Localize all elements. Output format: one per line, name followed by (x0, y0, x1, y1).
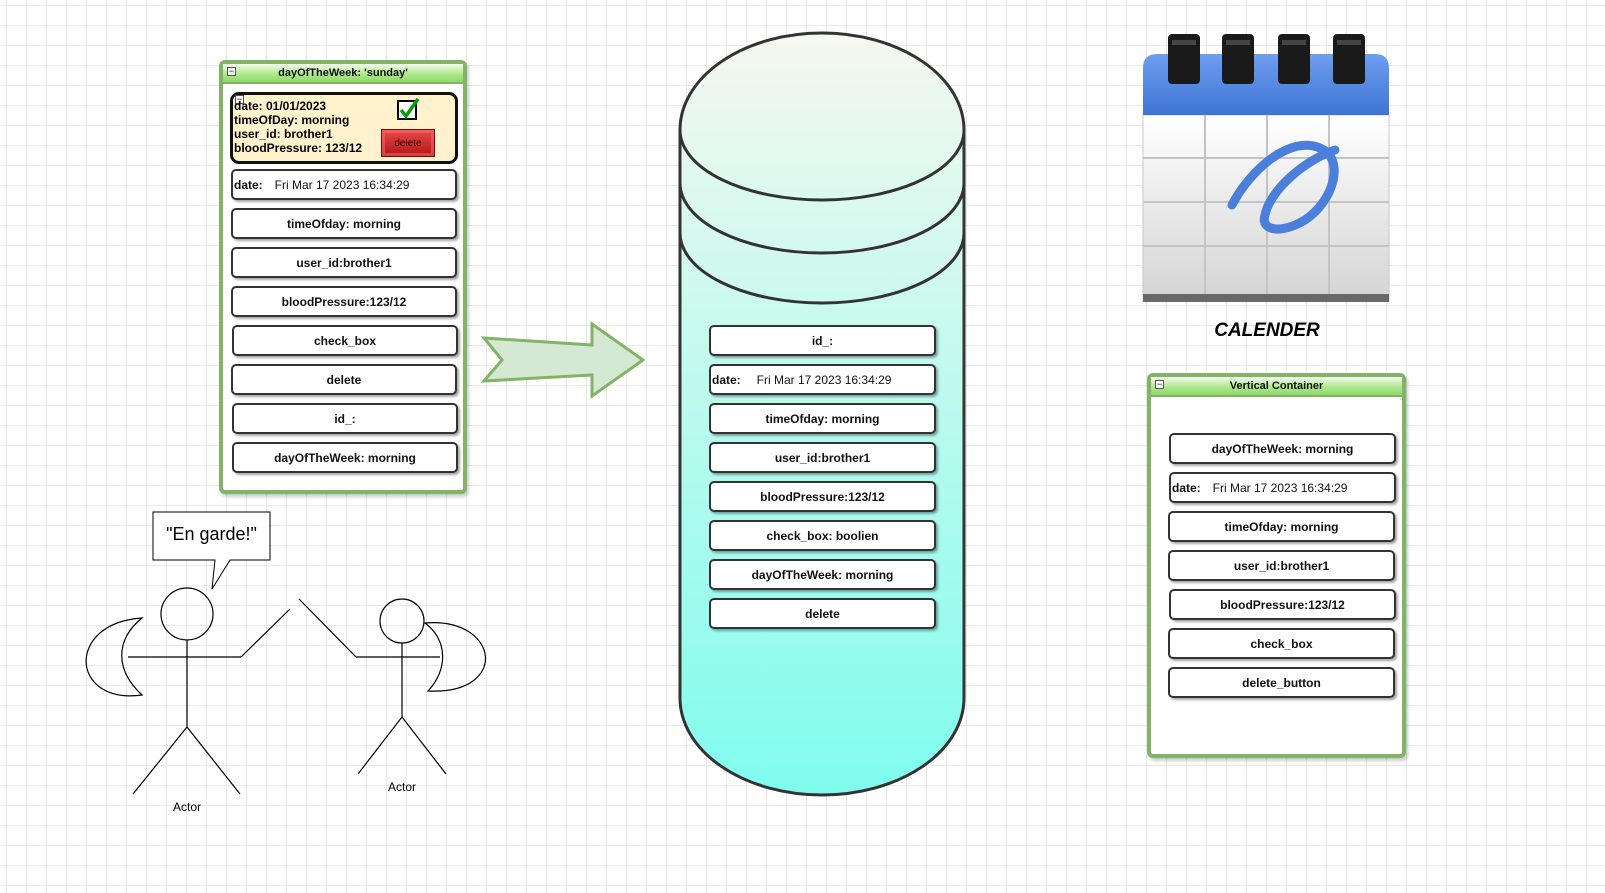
db-delete-field[interactable]: delete (709, 598, 936, 629)
db-day-of-week-label: dayOfTheWeek: morning (751, 567, 894, 582)
record-delete-button[interactable]: delete (381, 129, 435, 157)
db-id-label: id_: (811, 333, 834, 348)
db-time-of-day-label: timeOfday: morning (765, 411, 880, 426)
left-blood-pressure-label: bloodPressure:123/12 (281, 294, 407, 309)
vc-date-key: date: (1172, 480, 1201, 495)
record-card[interactable]: − date: 01/01/2023 timeOfDay: morning us… (230, 92, 458, 164)
left-day-of-week-label: dayOfTheWeek: morning (274, 450, 416, 465)
speech-text: "En garde!" (166, 524, 257, 544)
right-actor (298, 598, 486, 775)
vc-date-value: Fri Mar 17 2023 16:34:29 (1212, 480, 1348, 495)
record-user-id: user_id: brother1 (234, 127, 333, 141)
vertical-container-title: Vertical Container (1229, 380, 1324, 392)
left-blood-pressure-field[interactable]: bloodPressure:123/12 (231, 286, 457, 317)
db-day-of-week-field[interactable]: dayOfTheWeek: morning (709, 559, 936, 590)
left-delete-label: delete (326, 372, 362, 387)
record-delete-label: delete (394, 137, 422, 149)
vc-time-of-day-label: timeOfday: morning (1224, 519, 1339, 534)
db-id-field[interactable]: id_: (709, 325, 936, 356)
flow-arrow[interactable] (480, 320, 650, 400)
left-actor-label: Actor (172, 800, 201, 814)
db-delete-label: delete (805, 606, 840, 621)
left-id-field[interactable]: id_: (232, 403, 458, 434)
vc-blood-pressure-label: bloodPressure:123/12 (1220, 597, 1345, 612)
left-date-key: date: (234, 177, 263, 192)
vc-day-of-week-field[interactable]: dayOfTheWeek: morning (1169, 433, 1396, 464)
record-time-of-day: timeOfDay: morning (234, 113, 350, 127)
checkbox-checked-icon[interactable] (396, 98, 420, 122)
db-user-id-label: user_id:brother1 (774, 450, 871, 465)
record-blood-pressure: bloodPressure: 123/12 (234, 141, 363, 155)
vertical-container[interactable]: Vertical Container − dayOfTheWeek: morni… (1147, 373, 1406, 758)
db-check-box-field[interactable]: check_box: boolien (709, 520, 936, 551)
left-date-value: Fri Mar 17 2023 16:34:29 (274, 177, 410, 192)
record-card-collapse-icon[interactable]: − (235, 94, 244, 104)
vc-user-id-label: user_id:brother1 (1233, 558, 1330, 573)
speech-bubble (152, 511, 271, 590)
vc-day-of-week-label: dayOfTheWeek: morning (1211, 441, 1354, 456)
left-date-field[interactable]: date: Fri Mar 17 2023 16:34:29 (231, 169, 457, 200)
db-date-value: Fri Mar 17 2023 16:34:29 (756, 372, 892, 387)
calendar-icon[interactable] (1140, 30, 1394, 308)
left-container[interactable]: dayOfTheWeek: 'sunday' − − date: 01/01/2… (219, 60, 467, 494)
db-user-id-field[interactable]: user_id:brother1 (709, 442, 936, 473)
left-container-header[interactable]: dayOfTheWeek: 'sunday' (223, 64, 463, 84)
db-check-box-label: check_box: boolien (766, 528, 879, 543)
vertical-container-header[interactable]: Vertical Container (1151, 377, 1402, 397)
left-check-box-field[interactable]: check_box (232, 325, 458, 356)
right-actor-label: Actor (387, 780, 416, 794)
db-blood-pressure-field[interactable]: bloodPressure:123/12 (709, 481, 936, 512)
left-id-label: id_: (334, 411, 356, 426)
vc-check-box-field[interactable]: check_box (1168, 628, 1395, 659)
left-user-id-label: user_id:brother1 (296, 255, 392, 270)
vc-date-field[interactable]: date: Fri Mar 17 2023 16:34:29 (1169, 472, 1396, 503)
left-delete-field[interactable]: delete (231, 364, 457, 395)
actors-scene[interactable] (80, 505, 490, 805)
left-time-of-day-label: timeOfday: morning (286, 216, 401, 231)
vc-delete-button-field[interactable]: delete_button (1168, 667, 1395, 698)
collapse-icon[interactable]: − (227, 66, 236, 76)
vc-time-of-day-field[interactable]: timeOfday: morning (1168, 511, 1395, 542)
record-date: date: 01/01/2023 (234, 99, 327, 113)
db-blood-pressure-label: bloodPressure:123/12 (760, 489, 885, 504)
vc-blood-pressure-field[interactable]: bloodPressure:123/12 (1169, 589, 1396, 620)
left-day-of-week-field[interactable]: dayOfTheWeek: morning (232, 442, 458, 473)
vc-user-id-field[interactable]: user_id:brother1 (1168, 550, 1395, 581)
left-actor (85, 587, 291, 795)
left-time-of-day-field[interactable]: timeOfday: morning (231, 208, 457, 239)
vc-delete-button-label: delete_button (1242, 675, 1321, 690)
calendar-caption: CALENDER (1214, 320, 1320, 341)
left-container-title: dayOfTheWeek: 'sunday' (278, 67, 408, 79)
left-check-box-label: check_box (313, 333, 377, 348)
db-date-key: date: (712, 372, 741, 387)
db-time-of-day-field[interactable]: timeOfday: morning (709, 403, 936, 434)
db-date-field[interactable]: date: Fri Mar 17 2023 16:34:29 (709, 364, 936, 395)
left-user-id-field[interactable]: user_id:brother1 (231, 247, 457, 278)
vertical-collapse-icon[interactable]: − (1155, 379, 1164, 389)
vc-check-box-label: check_box (1250, 636, 1313, 651)
